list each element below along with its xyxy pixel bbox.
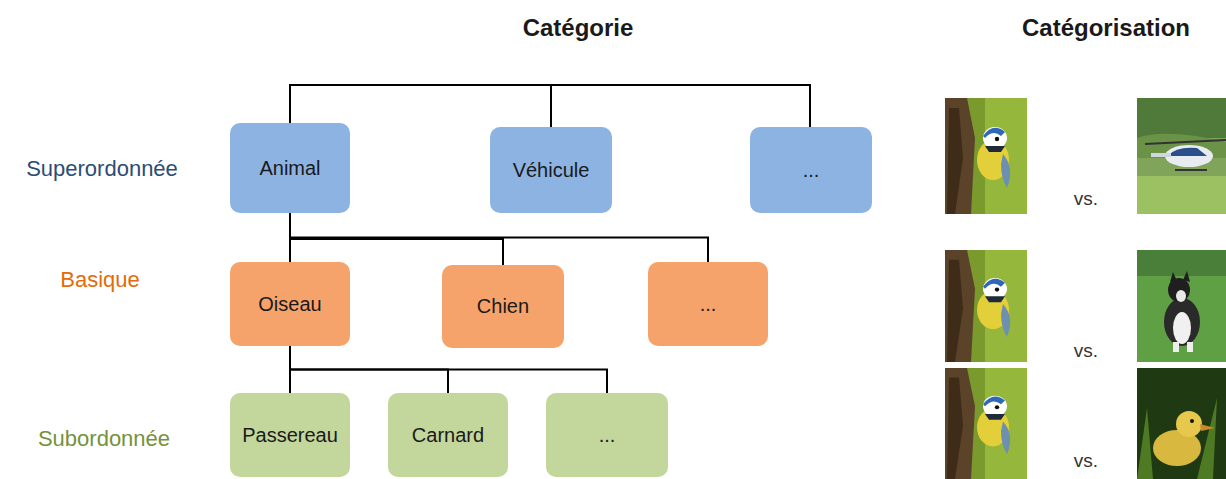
category-name: Carnard (412, 424, 484, 447)
helicopter-photo (1137, 98, 1226, 214)
category-name: ... (803, 159, 820, 182)
bird-photo (945, 98, 1027, 214)
column-heading: Catégorie (523, 14, 634, 42)
bird-photo (945, 368, 1027, 479)
versus-label: vs. (1074, 450, 1098, 472)
bird-photo (945, 250, 1027, 362)
dog-photo (1137, 250, 1226, 362)
column-heading: Catégorisation (1022, 14, 1190, 42)
category-name: Passereau (242, 424, 338, 447)
category-box: Passereau (230, 393, 350, 477)
category-name: Animal (259, 157, 320, 180)
category-name: Oiseau (258, 293, 321, 316)
level-label: Subordonnée (38, 426, 170, 452)
category-box: ... (546, 393, 668, 477)
hierarchy-line (290, 85, 810, 127)
level-label: Basique (60, 267, 140, 293)
hierarchy-connector (290, 213, 708, 262)
category-name: Véhicule (513, 159, 590, 182)
duckling-photo (1137, 368, 1226, 479)
category-name: ... (599, 424, 616, 447)
category-box: Véhicule (490, 127, 612, 213)
category-name: Chien (477, 295, 529, 318)
hierarchy-connector (290, 213, 503, 265)
category-box: Animal (230, 123, 350, 213)
category-box: Oiseau (230, 262, 350, 346)
category-box: Chien (442, 265, 564, 348)
category-box: ... (750, 127, 872, 213)
hierarchy-connector (290, 346, 607, 393)
versus-label: vs. (1074, 188, 1098, 210)
level-label: Superordonnée (26, 156, 178, 182)
category-box: Carnard (388, 393, 508, 477)
versus-label: vs. (1074, 340, 1098, 362)
category-box: ... (648, 262, 768, 346)
category-name: ... (700, 293, 717, 316)
